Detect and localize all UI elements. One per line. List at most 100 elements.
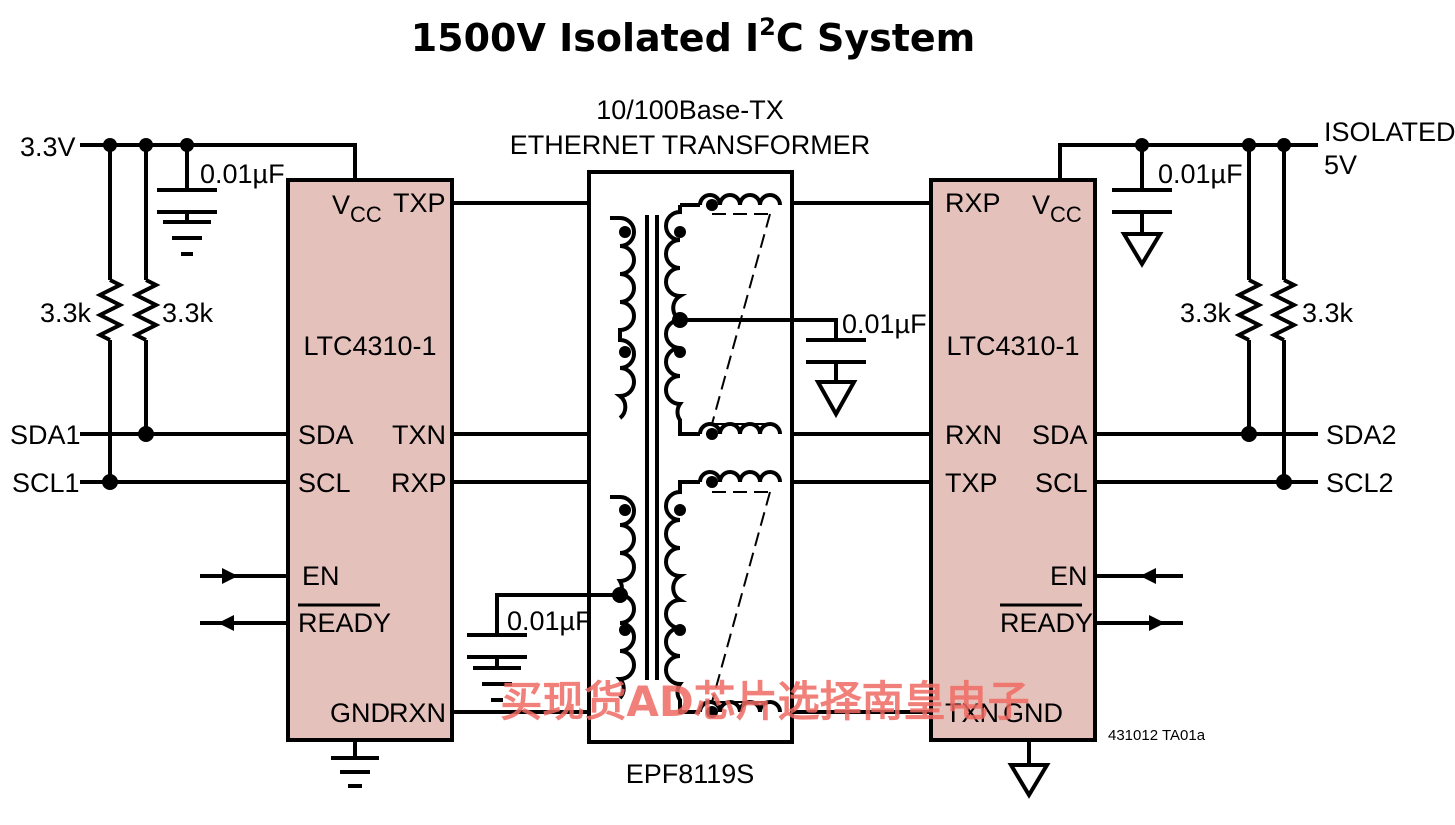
right-cap-label: 0.01µF: [1158, 159, 1243, 189]
lower-choke-dot-1: [706, 476, 718, 488]
right-pin-scl: SCL: [1035, 468, 1088, 498]
right-pin-rxn: RXN: [945, 420, 1002, 450]
transformer-body: [587, 170, 794, 744]
lower-primary-dot-1: [619, 504, 631, 516]
ethernet-transformer: [587, 170, 794, 744]
left-resistor-2: [131, 278, 161, 342]
right-pin-rxp: RXP: [945, 188, 1001, 218]
left-pin-rxp: RXP: [391, 468, 447, 498]
right-supply-rail: [1058, 143, 1318, 180]
right-cap-ground: [1120, 232, 1164, 268]
right-chip-body: [929, 178, 1097, 742]
left-pin-txn: TXN: [392, 420, 446, 450]
left-capacitor: [157, 145, 217, 222]
lower-capacitor: [467, 593, 620, 668]
right-chip-vcc: VCC: [1032, 190, 1082, 227]
upper-primary-coil: [610, 216, 636, 420]
sda2-node: [1241, 426, 1257, 442]
right-chip-name: LTC4310-1: [946, 331, 1079, 361]
right-r1-label: 3.3k: [1180, 298, 1232, 328]
lower-choke-bottom: [698, 700, 782, 713]
scl1-node: [102, 474, 118, 490]
left-chip-ground: [331, 740, 379, 788]
upper-choke-top: [698, 193, 782, 206]
lower-choke-core: [711, 491, 771, 703]
sda1-node: [138, 426, 154, 442]
left-vcc-letter: V: [332, 190, 350, 220]
left-chip-body: [286, 178, 454, 742]
center-capacitor: [680, 318, 866, 382]
upper-primary-dot-2: [619, 346, 631, 358]
title-superscript: 2: [759, 13, 776, 41]
signal-wires-right: [780, 201, 932, 714]
left-pin-en: EN: [302, 561, 340, 591]
upper-choke-bottom: [698, 422, 782, 435]
lower-choke-top: [698, 470, 782, 483]
left-supply-rail: [80, 143, 357, 180]
right-node-1: [1135, 138, 1149, 152]
upper-choke-dot-1: [706, 199, 718, 211]
scl2-label: SCL2: [1326, 468, 1394, 498]
right-resistor-2: [1269, 278, 1299, 342]
lower-secondary-coil: [664, 480, 700, 714]
right-vcc-sub: CC: [1050, 202, 1082, 227]
wire-rxp-left: [452, 480, 612, 497]
left-pin-ready: READY: [298, 608, 391, 638]
transformer-label-2: ETHERNET TRANSFORMER: [510, 130, 871, 160]
right-supply-label-1: ISOLATED: [1324, 117, 1455, 147]
left-ready-arrow: [218, 615, 234, 631]
right-pin-sda: SDA: [1032, 420, 1088, 450]
left-r2-label: 3.3k: [162, 298, 214, 328]
upper-secondary-dot-1: [674, 226, 686, 238]
sda2-label: SDA2: [1326, 420, 1397, 450]
left-r1-label: 3.3k: [40, 298, 92, 328]
left-pin-sda: SDA: [298, 420, 354, 450]
lower-secondary-dot-1: [674, 504, 686, 516]
right-ready-arrow: [1149, 615, 1165, 631]
left-resistor-1: [95, 278, 125, 342]
lower-cap-label: 0.01µF: [507, 606, 592, 636]
right-ltc4310-chip: RXP VCC LTC4310-1 RXN SDA TXP SCL EN REA…: [929, 178, 1097, 742]
lower-cap-ground: [473, 666, 521, 702]
left-node-1: [103, 138, 117, 152]
left-ltc4310-chip: VCC TXP LTC4310-1 SDA TXN SCL RXP EN REA…: [286, 178, 454, 742]
right-vcc-letter: V: [1032, 190, 1050, 220]
center-cap-label: 0.01µF: [842, 309, 927, 339]
right-resistor-1: [1234, 278, 1264, 342]
right-capacitor: [1112, 145, 1172, 234]
wire-txp-left: [452, 201, 612, 218]
left-cap-label: 0.01µF: [200, 159, 285, 189]
left-pin-rxn: RXN: [389, 698, 446, 728]
lower-choke-dot-2: [706, 706, 718, 718]
transformer-label-1: 10/100Base-TX: [596, 95, 784, 125]
left-pin-scl: SCL: [298, 468, 351, 498]
left-node-2: [139, 138, 153, 152]
upper-choke-dot-2: [706, 428, 718, 440]
sda1-label: SDA1: [10, 420, 81, 450]
left-pin-txp: TXP: [393, 188, 446, 218]
right-chip-ground: [1007, 763, 1051, 799]
watermark-text: 买现货AD芯片选择南皇电子: [500, 677, 1029, 726]
right-pin-txn: TXN: [945, 698, 999, 728]
left-cap-ground: [163, 220, 211, 256]
left-chip-name: LTC4310-1: [303, 331, 436, 361]
diagram-title: 1500V Isolated I2C System: [411, 13, 976, 60]
right-en-arrow: [1140, 568, 1156, 584]
left-pin-gnd: GND: [330, 698, 390, 728]
right-supply-network: [1058, 138, 1318, 631]
right-supply-label-2: 5V: [1324, 150, 1357, 180]
title-main: 1500V Isolated I: [411, 16, 759, 60]
right-pin-txp: TXP: [945, 468, 998, 498]
left-node-3: [180, 138, 194, 152]
right-r2-label: 3.3k: [1302, 298, 1354, 328]
right-pin-gnd: GND: [1003, 698, 1063, 728]
right-pin-ready: READY: [1000, 608, 1093, 638]
scl1-label: SCL1: [12, 468, 80, 498]
upper-primary-dot-1: [619, 226, 631, 238]
lower-secondary-dot-2: [674, 624, 686, 636]
upper-secondary-dot-2: [674, 346, 686, 358]
left-en-arrow: [222, 568, 238, 584]
title-rest: C System: [776, 16, 975, 60]
transformer-part-label: EPF8119S: [626, 759, 755, 789]
